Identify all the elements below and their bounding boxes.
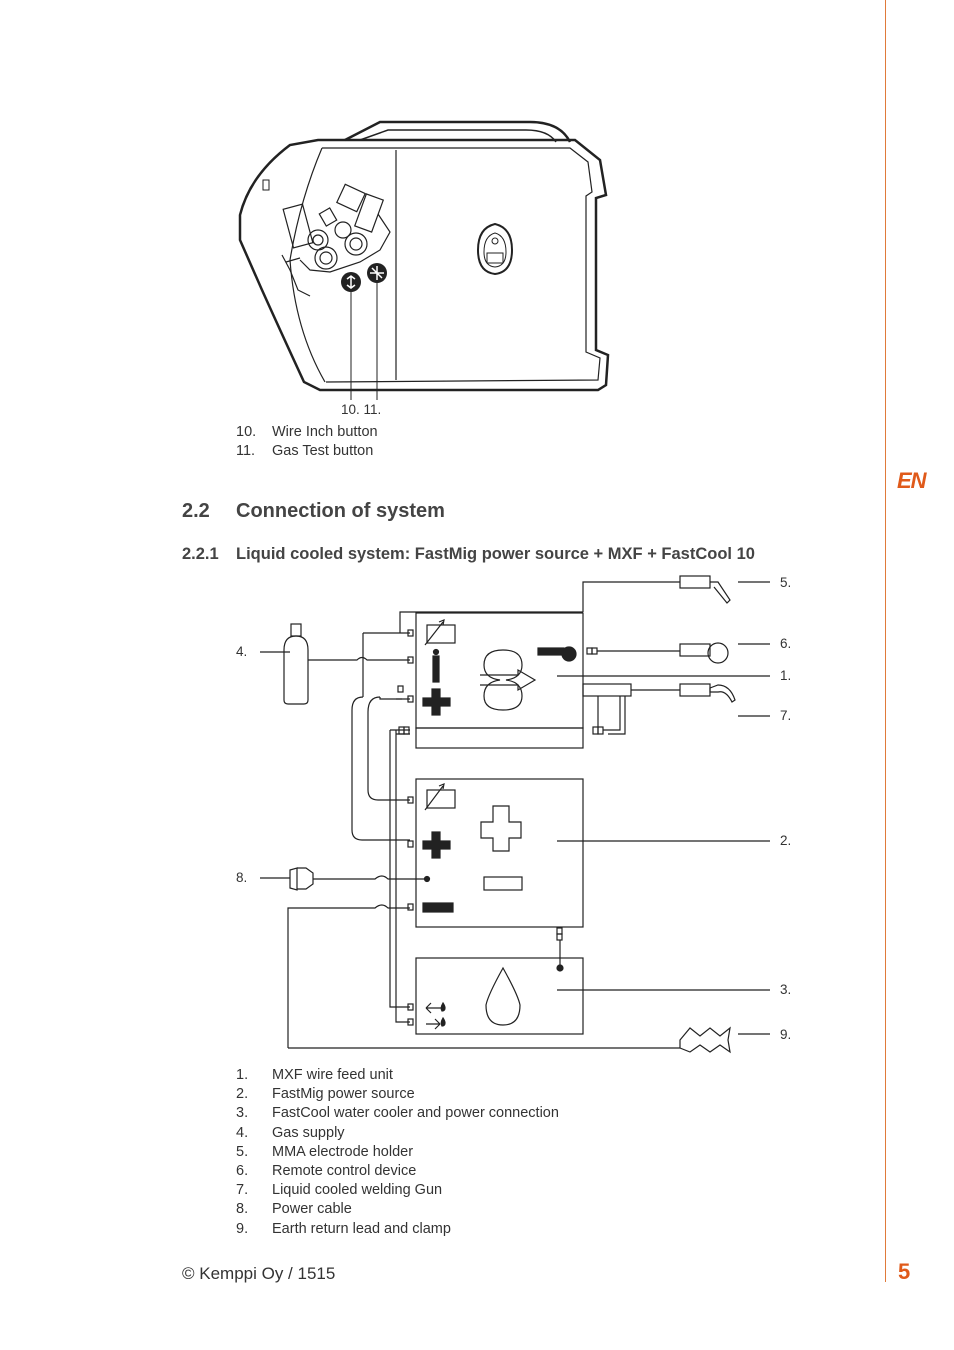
list-item: 8.Power cable — [236, 1201, 352, 1218]
margin-rule — [885, 0, 886, 1282]
list-item: 5.MMA electrode holder — [236, 1143, 414, 1160]
list-item: 1.MXF wire feed unit — [236, 1067, 393, 1083]
language-tab: EN — [897, 468, 927, 493]
callout-5: 5. — [780, 575, 792, 590]
list-item: 2.FastMig power source — [236, 1086, 415, 1103]
water-cooler-box — [415, 957, 584, 1035]
figure1-legend: 10.Wire Inch button 11.Gas Test button — [236, 423, 378, 461]
list-item: 9.Earth return lead and clamp — [236, 1220, 451, 1237]
power-source-box — [415, 778, 584, 928]
callout-3: 3. — [780, 982, 792, 997]
list-item: 3.FastCool water cooler and power connec… — [236, 1105, 559, 1122]
callout-4: 4. — [236, 644, 248, 659]
list-item: 10.Wire Inch button — [236, 424, 378, 440]
list-item: 7.Liquid cooled welding Gun — [236, 1182, 443, 1199]
callout-8: 8. — [236, 870, 248, 885]
callout-10-11: 10. 11. — [341, 402, 382, 417]
mxf-base — [415, 727, 584, 749]
callout-9: 9. — [780, 1027, 792, 1042]
list-item: 11.Gas Test button — [236, 443, 374, 460]
list-item: 4.Gas supply — [236, 1124, 345, 1141]
callout-6: 6. — [780, 636, 792, 651]
callout-2: 2. — [780, 833, 792, 848]
list-item: 6.Remote control device — [236, 1162, 417, 1179]
page-number: 5 — [898, 1259, 911, 1284]
callout-1: 1. — [780, 668, 792, 683]
mxf-unit-box — [415, 612, 584, 729]
footer-copyright: © Kemppi Oy / 1515 — [182, 1264, 336, 1283]
callout-7: 7. — [780, 708, 792, 723]
figure2-legend: 1.MXF wire feed unit 2.FastMig power sou… — [236, 1066, 559, 1239]
